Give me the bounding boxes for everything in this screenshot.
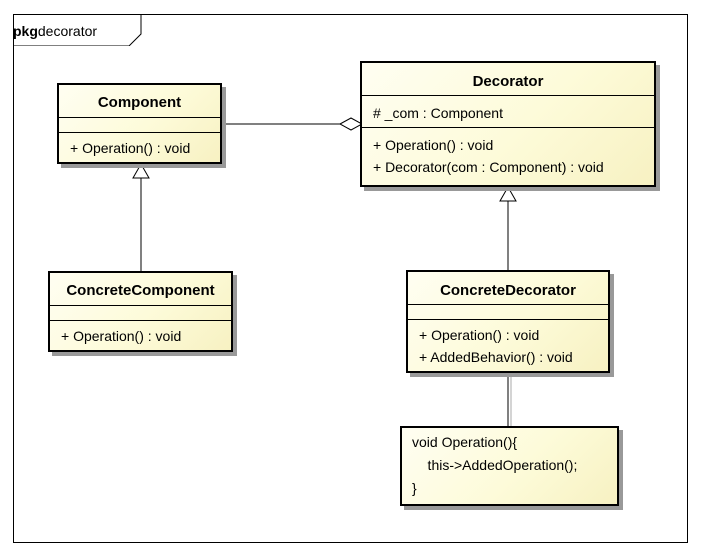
note-line: void Operation(){ bbox=[412, 434, 518, 450]
generalization-arrow-component bbox=[132, 162, 150, 179]
operations-compartment: + Operation() : void + Decorator(com : C… bbox=[362, 127, 654, 178]
operation: + Decorator(com : Component) : void bbox=[373, 159, 604, 175]
attributes-compartment bbox=[59, 117, 220, 132]
aggregation-diamond bbox=[338, 117, 364, 131]
package-label: pkgdecorator bbox=[13, 23, 97, 39]
attributes-compartment bbox=[408, 304, 608, 319]
class-concrete-component[interactable]: ConcreteComponent + Operation() : void bbox=[48, 271, 233, 352]
attributes-compartment bbox=[50, 305, 231, 320]
package-name: decorator bbox=[37, 23, 98, 39]
operations-compartment: + Operation() : void bbox=[50, 320, 231, 347]
operation: + AddedBehavior() : void bbox=[419, 349, 573, 365]
class-decorator[interactable]: Decorator # _com : Component + Operation… bbox=[360, 61, 656, 187]
class-name: Decorator bbox=[472, 73, 544, 90]
class-component[interactable]: Component + Operation() : void bbox=[57, 83, 222, 164]
attribute: # _com : Component bbox=[373, 105, 503, 121]
class-concrete-decorator[interactable]: ConcreteDecorator + Operation() : void +… bbox=[406, 270, 610, 373]
operation: + Operation() : void bbox=[70, 140, 191, 156]
operation: + Operation() : void bbox=[61, 328, 182, 344]
note-operation[interactable]: void Operation(){ this->AddedOperation()… bbox=[400, 426, 619, 506]
operations-compartment: + Operation() : void + AddedBehavior() :… bbox=[408, 319, 608, 368]
package-frame bbox=[13, 14, 688, 543]
class-name: ConcreteDecorator bbox=[440, 282, 576, 299]
note-line: this->AddedOperation(); bbox=[412, 457, 578, 473]
package-keyword: pkg bbox=[13, 23, 38, 39]
operation: + Operation() : void bbox=[373, 137, 494, 153]
operation: + Operation() : void bbox=[419, 327, 540, 343]
note-line: } bbox=[412, 480, 417, 496]
generalization-arrow-decorator bbox=[499, 185, 517, 202]
class-name: ConcreteComponent bbox=[66, 282, 215, 299]
class-name: Component bbox=[97, 94, 182, 111]
operations-compartment: + Operation() : void bbox=[59, 132, 220, 159]
attributes-compartment: # _com : Component bbox=[362, 95, 654, 127]
